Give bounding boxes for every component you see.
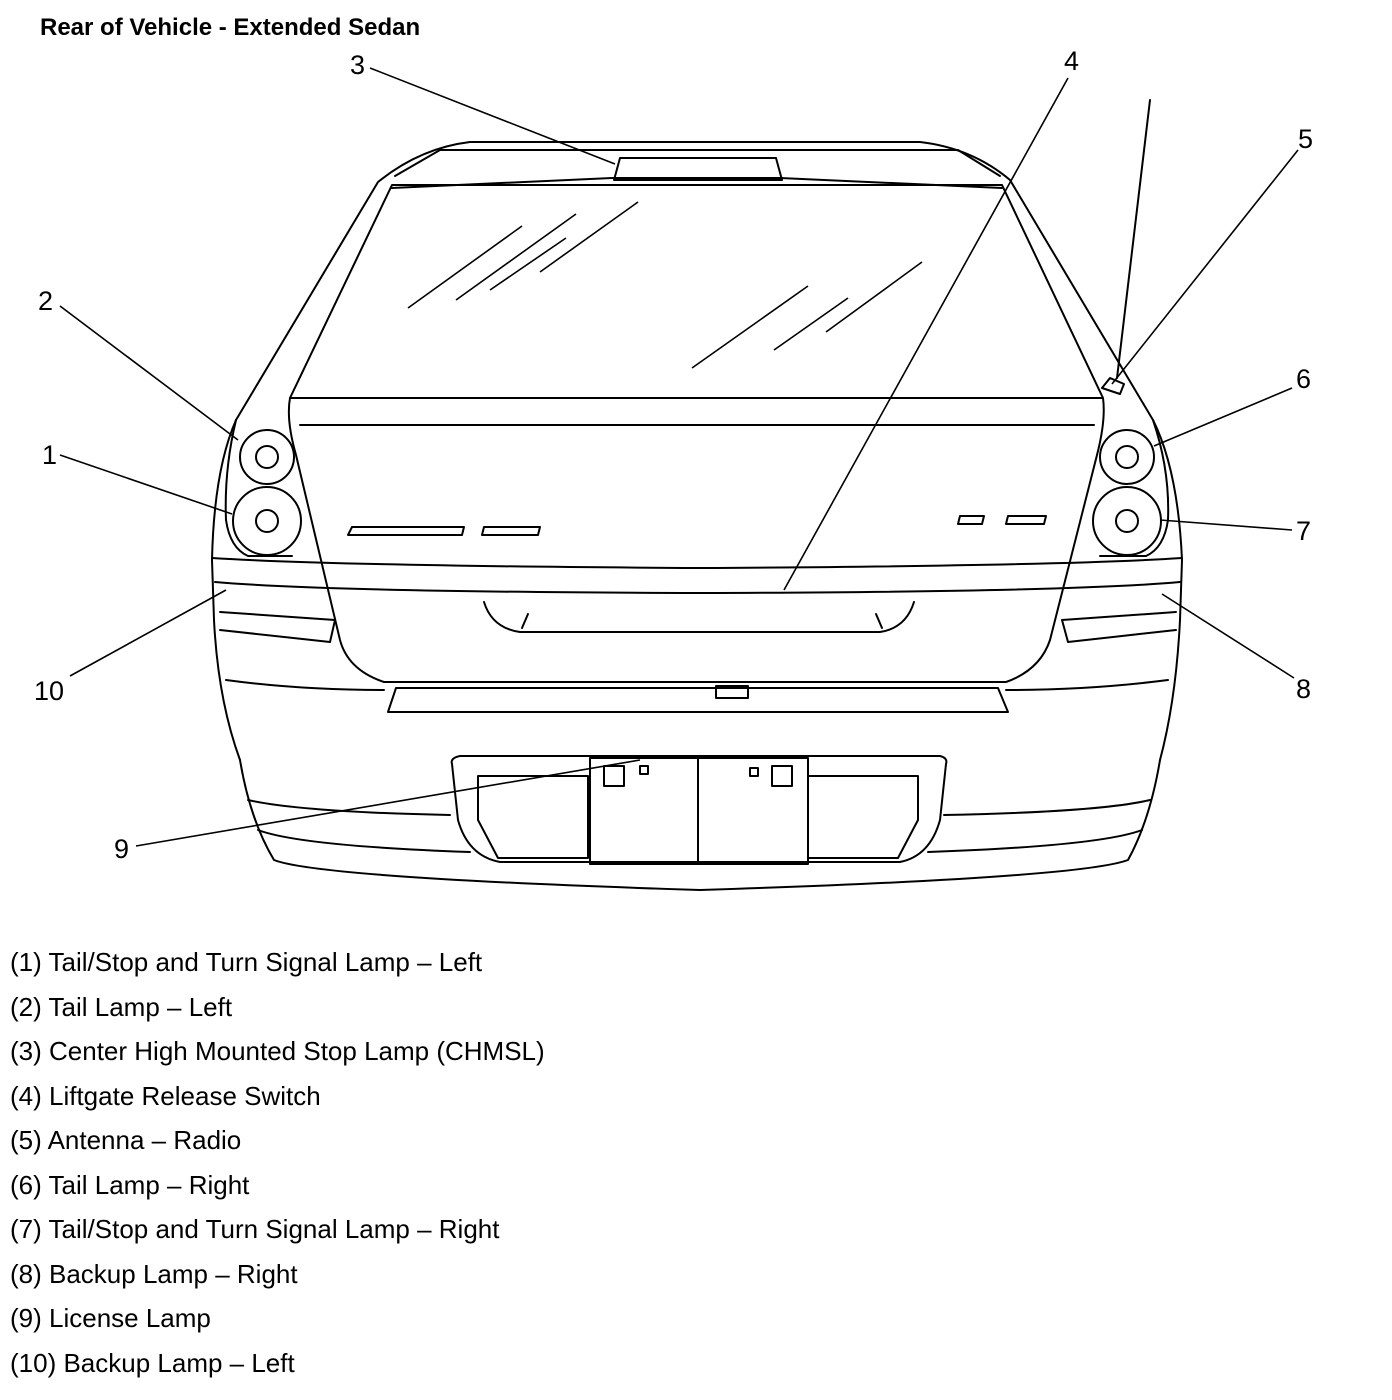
callout-9: 9 xyxy=(114,834,129,864)
legend-item: (6) Tail Lamp – Right xyxy=(10,1169,250,1200)
callout-3: 3 xyxy=(350,50,365,80)
antenna xyxy=(1101,99,1151,395)
callout-7: 7 xyxy=(1296,516,1311,546)
right-lamp-housing xyxy=(1092,419,1170,557)
legend-item: (8) Backup Lamp – Right xyxy=(10,1258,298,1289)
legend-item: (9) License Lamp xyxy=(10,1303,211,1333)
leader-lines xyxy=(59,67,1299,847)
callout-6: 6 xyxy=(1296,364,1311,394)
chmsl-lamp xyxy=(613,157,783,181)
vehicle-rear-illustration: 1 2 3 4 5 6 7 8 9 10 xyxy=(34,46,1313,891)
diagram-title: Rear of Vehicle - Extended Sedan xyxy=(40,14,421,41)
component-legend: (1) Tail/Stop and Turn Signal Lamp – Lef… xyxy=(10,940,545,1385)
legend-item: (10) Backup Lamp – Left xyxy=(10,1347,295,1378)
glass-reflections xyxy=(407,201,923,369)
callout-2: 2 xyxy=(38,286,53,316)
callout-1: 1 xyxy=(42,440,57,470)
legend-item: (3) Center High Mounted Stop Lamp (CHMSL… xyxy=(10,1036,545,1066)
legend-item: (4) Liftgate Release Switch xyxy=(10,1080,321,1111)
left-lamp-housing xyxy=(224,419,302,557)
legend-item: (1) Tail/Stop and Turn Signal Lamp – Lef… xyxy=(10,947,483,977)
callout-8: 8 xyxy=(1296,674,1311,704)
vehicle-body xyxy=(211,141,1183,891)
callout-10: 10 xyxy=(34,676,64,706)
legend-item: (7) Tail/Stop and Turn Signal Lamp – Rig… xyxy=(10,1214,500,1244)
callout-5: 5 xyxy=(1298,124,1313,154)
legend-item: (5) Antenna – Radio xyxy=(10,1125,242,1155)
legend-item: (2) Tail Lamp – Left xyxy=(10,991,233,1022)
callout-4: 4 xyxy=(1064,46,1079,76)
